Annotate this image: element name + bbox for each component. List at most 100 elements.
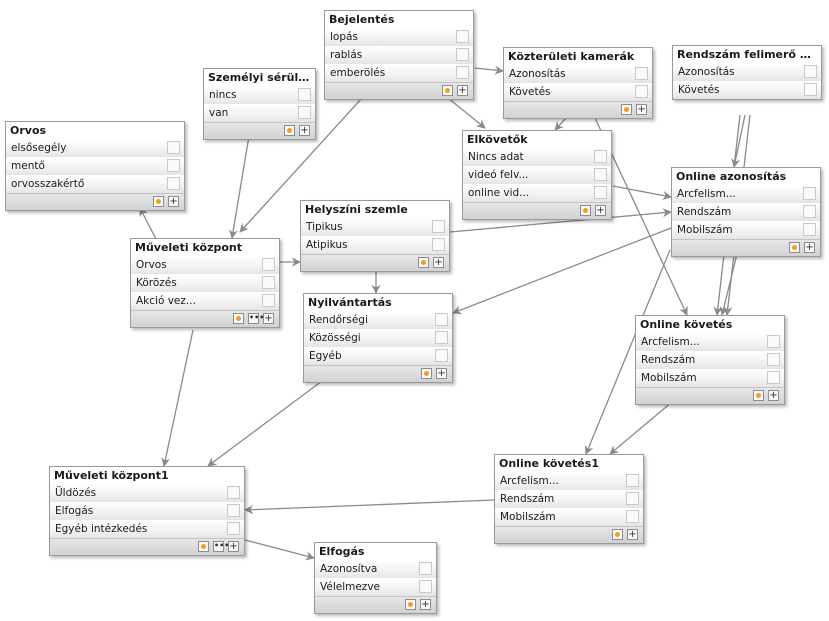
- expand-plus-icon[interactable]: +: [595, 205, 606, 216]
- row-value-box[interactable]: [298, 88, 311, 101]
- node-row[interactable]: Rendszám: [495, 490, 643, 508]
- row-value-box[interactable]: [803, 187, 816, 200]
- status-dot-icon[interactable]: [198, 541, 209, 552]
- node-row[interactable]: Tipikus: [301, 218, 449, 236]
- row-value-box[interactable]: [262, 276, 275, 289]
- row-value-box[interactable]: [419, 580, 432, 593]
- node-row[interactable]: Egyéb: [304, 347, 452, 365]
- node-row[interactable]: emberölés: [325, 64, 473, 82]
- row-value-box[interactable]: [167, 159, 180, 172]
- status-dot-icon[interactable]: [405, 599, 416, 610]
- row-value-box[interactable]: [456, 48, 469, 61]
- status-dot-icon[interactable]: [789, 242, 800, 253]
- more-options-icon[interactable]: •••: [213, 541, 230, 552]
- row-value-box[interactable]: [594, 150, 607, 163]
- row-value-box[interactable]: [803, 223, 816, 236]
- status-dot-icon[interactable]: [421, 368, 432, 379]
- row-value-box[interactable]: [635, 67, 648, 80]
- row-value-box[interactable]: [432, 220, 445, 233]
- row-value-box[interactable]: [435, 313, 448, 326]
- row-value-box[interactable]: [767, 371, 780, 384]
- node-row[interactable]: online vid...: [463, 184, 611, 202]
- expand-plus-icon[interactable]: +: [636, 104, 647, 115]
- node-row[interactable]: Követés: [504, 83, 652, 101]
- node-row[interactable]: lopás: [325, 28, 473, 46]
- row-value-box[interactable]: [167, 177, 180, 190]
- node-row[interactable]: Vélelmezve: [315, 578, 436, 596]
- node-row[interactable]: Körözés: [131, 274, 279, 292]
- node-row[interactable]: elsősegély: [6, 139, 184, 157]
- row-value-box[interactable]: [767, 335, 780, 348]
- node-row[interactable]: Nincs adat: [463, 148, 611, 166]
- node-row[interactable]: Orvos: [131, 256, 279, 274]
- row-value-box[interactable]: [435, 349, 448, 362]
- status-dot-icon[interactable]: [753, 390, 764, 401]
- row-value-box[interactable]: [456, 66, 469, 79]
- expand-plus-icon[interactable]: +: [228, 541, 239, 552]
- node-row[interactable]: Mobilszám: [672, 221, 820, 239]
- expand-plus-icon[interactable]: +: [168, 196, 179, 207]
- status-dot-icon[interactable]: [612, 529, 623, 540]
- node-row[interactable]: Azonosítás: [673, 63, 821, 81]
- node-row[interactable]: Mobilszám: [495, 508, 643, 526]
- node-row[interactable]: Követés: [673, 81, 821, 99]
- row-value-box[interactable]: [626, 510, 639, 523]
- expand-plus-icon[interactable]: +: [768, 390, 779, 401]
- expand-plus-icon[interactable]: +: [420, 599, 431, 610]
- node-row[interactable]: Arcfelism...: [495, 472, 643, 490]
- node-row[interactable]: Mobilszám: [636, 369, 784, 387]
- row-value-box[interactable]: [298, 106, 311, 119]
- expand-plus-icon[interactable]: +: [457, 85, 468, 96]
- status-dot-icon[interactable]: [284, 125, 295, 136]
- row-value-box[interactable]: [435, 331, 448, 344]
- more-options-icon[interactable]: •••: [248, 313, 265, 324]
- row-value-box[interactable]: [803, 205, 816, 218]
- node-row[interactable]: Arcfelism...: [672, 185, 820, 203]
- node-row[interactable]: Rendszám: [636, 351, 784, 369]
- expand-plus-icon[interactable]: +: [627, 529, 638, 540]
- row-value-box[interactable]: [767, 353, 780, 366]
- status-dot-icon[interactable]: [442, 85, 453, 96]
- node-row[interactable]: Elfogás: [50, 502, 244, 520]
- row-value-box[interactable]: [456, 30, 469, 43]
- status-dot-icon[interactable]: [580, 205, 591, 216]
- row-value-box[interactable]: [626, 492, 639, 505]
- node-row[interactable]: Egyéb intézkedés: [50, 520, 244, 538]
- expand-plus-icon[interactable]: +: [804, 242, 815, 253]
- status-dot-icon[interactable]: [233, 313, 244, 324]
- row-value-box[interactable]: [419, 562, 432, 575]
- expand-plus-icon[interactable]: +: [263, 313, 274, 324]
- node-row[interactable]: orvosszakértő: [6, 175, 184, 193]
- row-value-box[interactable]: [167, 141, 180, 154]
- node-row[interactable]: mentő: [6, 157, 184, 175]
- node-row[interactable]: rablás: [325, 46, 473, 64]
- status-dot-icon[interactable]: [621, 104, 632, 115]
- row-value-box[interactable]: [432, 238, 445, 251]
- node-row[interactable]: videó felv...: [463, 166, 611, 184]
- row-value-box[interactable]: [594, 186, 607, 199]
- node-row[interactable]: Közösségi: [304, 329, 452, 347]
- row-value-box[interactable]: [262, 294, 275, 307]
- node-row[interactable]: Azonosítva: [315, 560, 436, 578]
- row-value-box[interactable]: [804, 83, 817, 96]
- node-row[interactable]: Rendszám: [672, 203, 820, 221]
- expand-plus-icon[interactable]: +: [299, 125, 310, 136]
- row-value-box[interactable]: [594, 168, 607, 181]
- row-value-box[interactable]: [227, 504, 240, 517]
- row-value-box[interactable]: [635, 85, 648, 98]
- row-value-box[interactable]: [262, 258, 275, 271]
- node-row[interactable]: Akció vez...: [131, 292, 279, 310]
- row-value-box[interactable]: [626, 474, 639, 487]
